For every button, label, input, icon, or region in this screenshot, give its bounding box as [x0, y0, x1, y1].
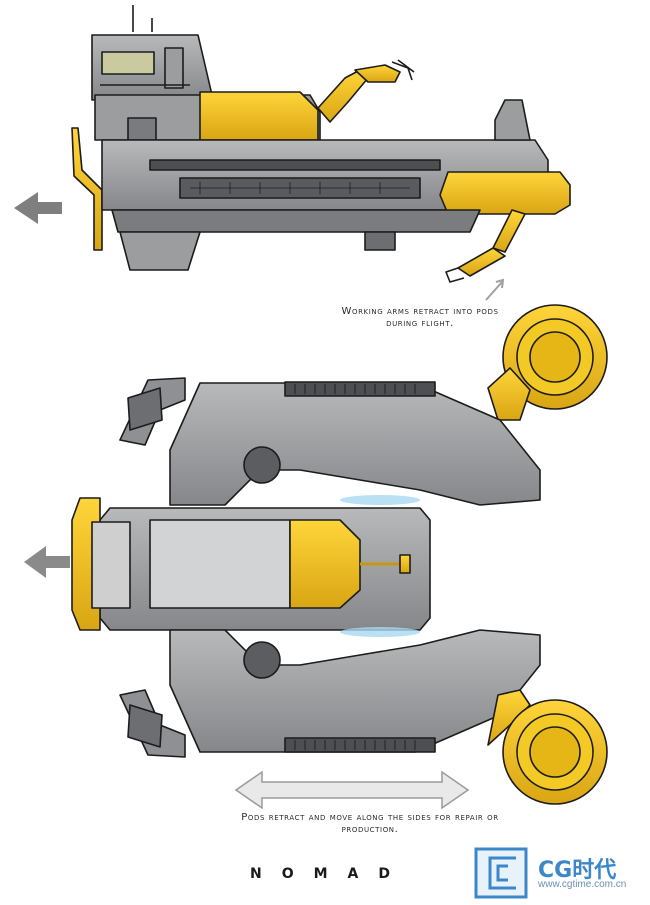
caption-pods: Pods retract and move along the sides fo…: [241, 812, 499, 835]
watermark-logo: [474, 847, 528, 899]
callout-arrow: [485, 278, 505, 301]
ship-name-title: NOMAD: [249, 866, 410, 882]
direction-arrow-left-small: [24, 546, 70, 578]
caption-working-arms: Working arms retract into pods during fl…: [341, 306, 499, 329]
ship-side-view: [71, 5, 571, 283]
retract-arrow-double: [234, 770, 470, 810]
direction-arrow-left: [14, 192, 62, 224]
watermark-url: www.cgtime.com.cn: [538, 879, 627, 890]
watermark-brand: CG时代: [538, 858, 617, 883]
thruster-glow: [340, 495, 420, 637]
ship-top-view: [71, 304, 608, 805]
